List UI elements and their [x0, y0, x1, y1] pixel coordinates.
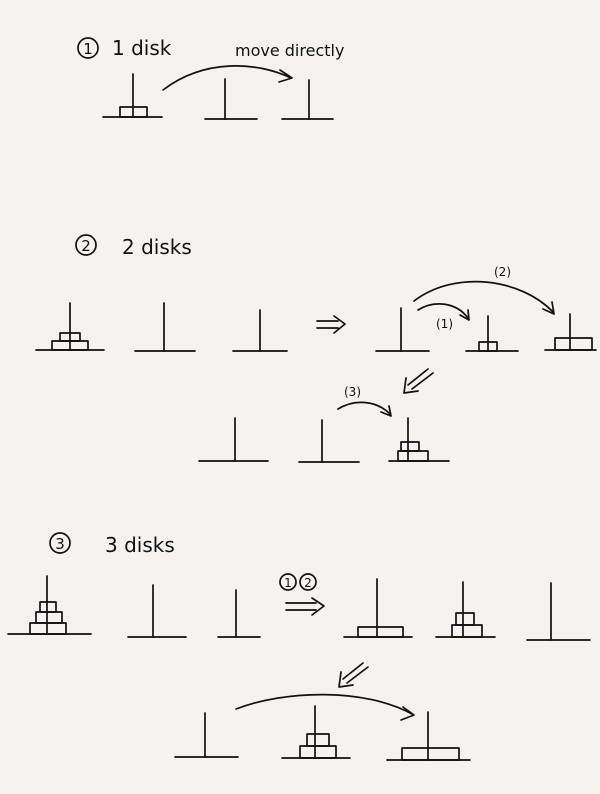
section-3-step-tower-b [435, 581, 496, 638]
disk-medium [299, 745, 337, 759]
section-2-step-tower-c [544, 313, 597, 351]
disk-medium [35, 611, 63, 624]
section-1-tower-b [204, 78, 258, 120]
section-1-move-arrow [162, 65, 293, 91]
section-2-final-tower-a [198, 417, 269, 462]
step-circle-2 [299, 573, 317, 591]
section-3-title: 3 disks [105, 533, 175, 557]
section-2-number-circle [75, 234, 97, 256]
disk-small [59, 332, 81, 342]
section-2-step-1-arrow: (1) [417, 303, 470, 331]
section-3-final-tower-a [174, 712, 239, 758]
section-3-move-arrow [235, 693, 415, 721]
section-1-tower-c [281, 79, 334, 120]
disk-small [400, 441, 420, 452]
step-circle-1-label: 1 [284, 576, 292, 590]
step-3-label: (3) [344, 385, 361, 399]
section-1-number: 1 [83, 40, 93, 58]
section-2-tower-c [232, 309, 288, 352]
section-3-tower-a [7, 575, 92, 635]
section-3-final-tower-b [281, 705, 351, 759]
section-3-tower-b [127, 584, 187, 638]
section-3-step-tower-c [526, 582, 591, 641]
section-2-tower-b [134, 302, 196, 352]
section-1: 1 1 disk move directly [77, 36, 344, 120]
section-2-implies-arrow [316, 315, 346, 334]
section-2-step-2-arrow: (2) [413, 265, 555, 315]
section-3-down-arrow [338, 662, 369, 688]
disk-large [29, 622, 67, 635]
section-3-number: 3 [55, 535, 65, 553]
section-2-down-arrow [403, 368, 434, 394]
section-2: 2 2 disks [35, 234, 597, 463]
section-2-step-3-arrow: (3) [337, 385, 392, 417]
disk-small [119, 106, 148, 118]
section-2-step-tower-b [465, 315, 519, 352]
step-1-label: (1) [436, 317, 453, 331]
section-3: 3 3 disks 1 2 [7, 532, 591, 761]
section-1-number-circle [77, 37, 99, 59]
section-2-tower-a [35, 302, 105, 351]
section-3-final-tower-c [386, 711, 471, 761]
disk-small [39, 601, 57, 613]
step-circle-2-label: 2 [304, 576, 312, 590]
step-circle-1 [279, 573, 297, 591]
section-1-title: 1 disk [112, 36, 172, 60]
disk-small [455, 612, 475, 626]
section-2-final-tower-b [298, 419, 360, 463]
section-2-step-tower-a [375, 307, 430, 352]
section-2-title: 2 disks [122, 235, 192, 259]
disk-medium [397, 450, 429, 462]
disk-medium [451, 624, 483, 638]
section-3-step-tower-a [343, 578, 413, 638]
section-3-step-marker: 1 2 [279, 573, 325, 616]
disk-large [357, 626, 404, 638]
section-2-number: 2 [81, 237, 91, 255]
disk-small [306, 733, 330, 747]
section-3-tower-c [217, 589, 261, 638]
disk-small [478, 341, 498, 352]
disk-medium [554, 337, 593, 351]
step-2-label: (2) [494, 265, 511, 279]
section-1-tower-a [102, 73, 163, 118]
disk-large [401, 747, 460, 761]
section-3-number-circle [49, 532, 71, 554]
section-2-final-tower-c [388, 417, 450, 462]
section-1-note: move directly [235, 41, 344, 60]
